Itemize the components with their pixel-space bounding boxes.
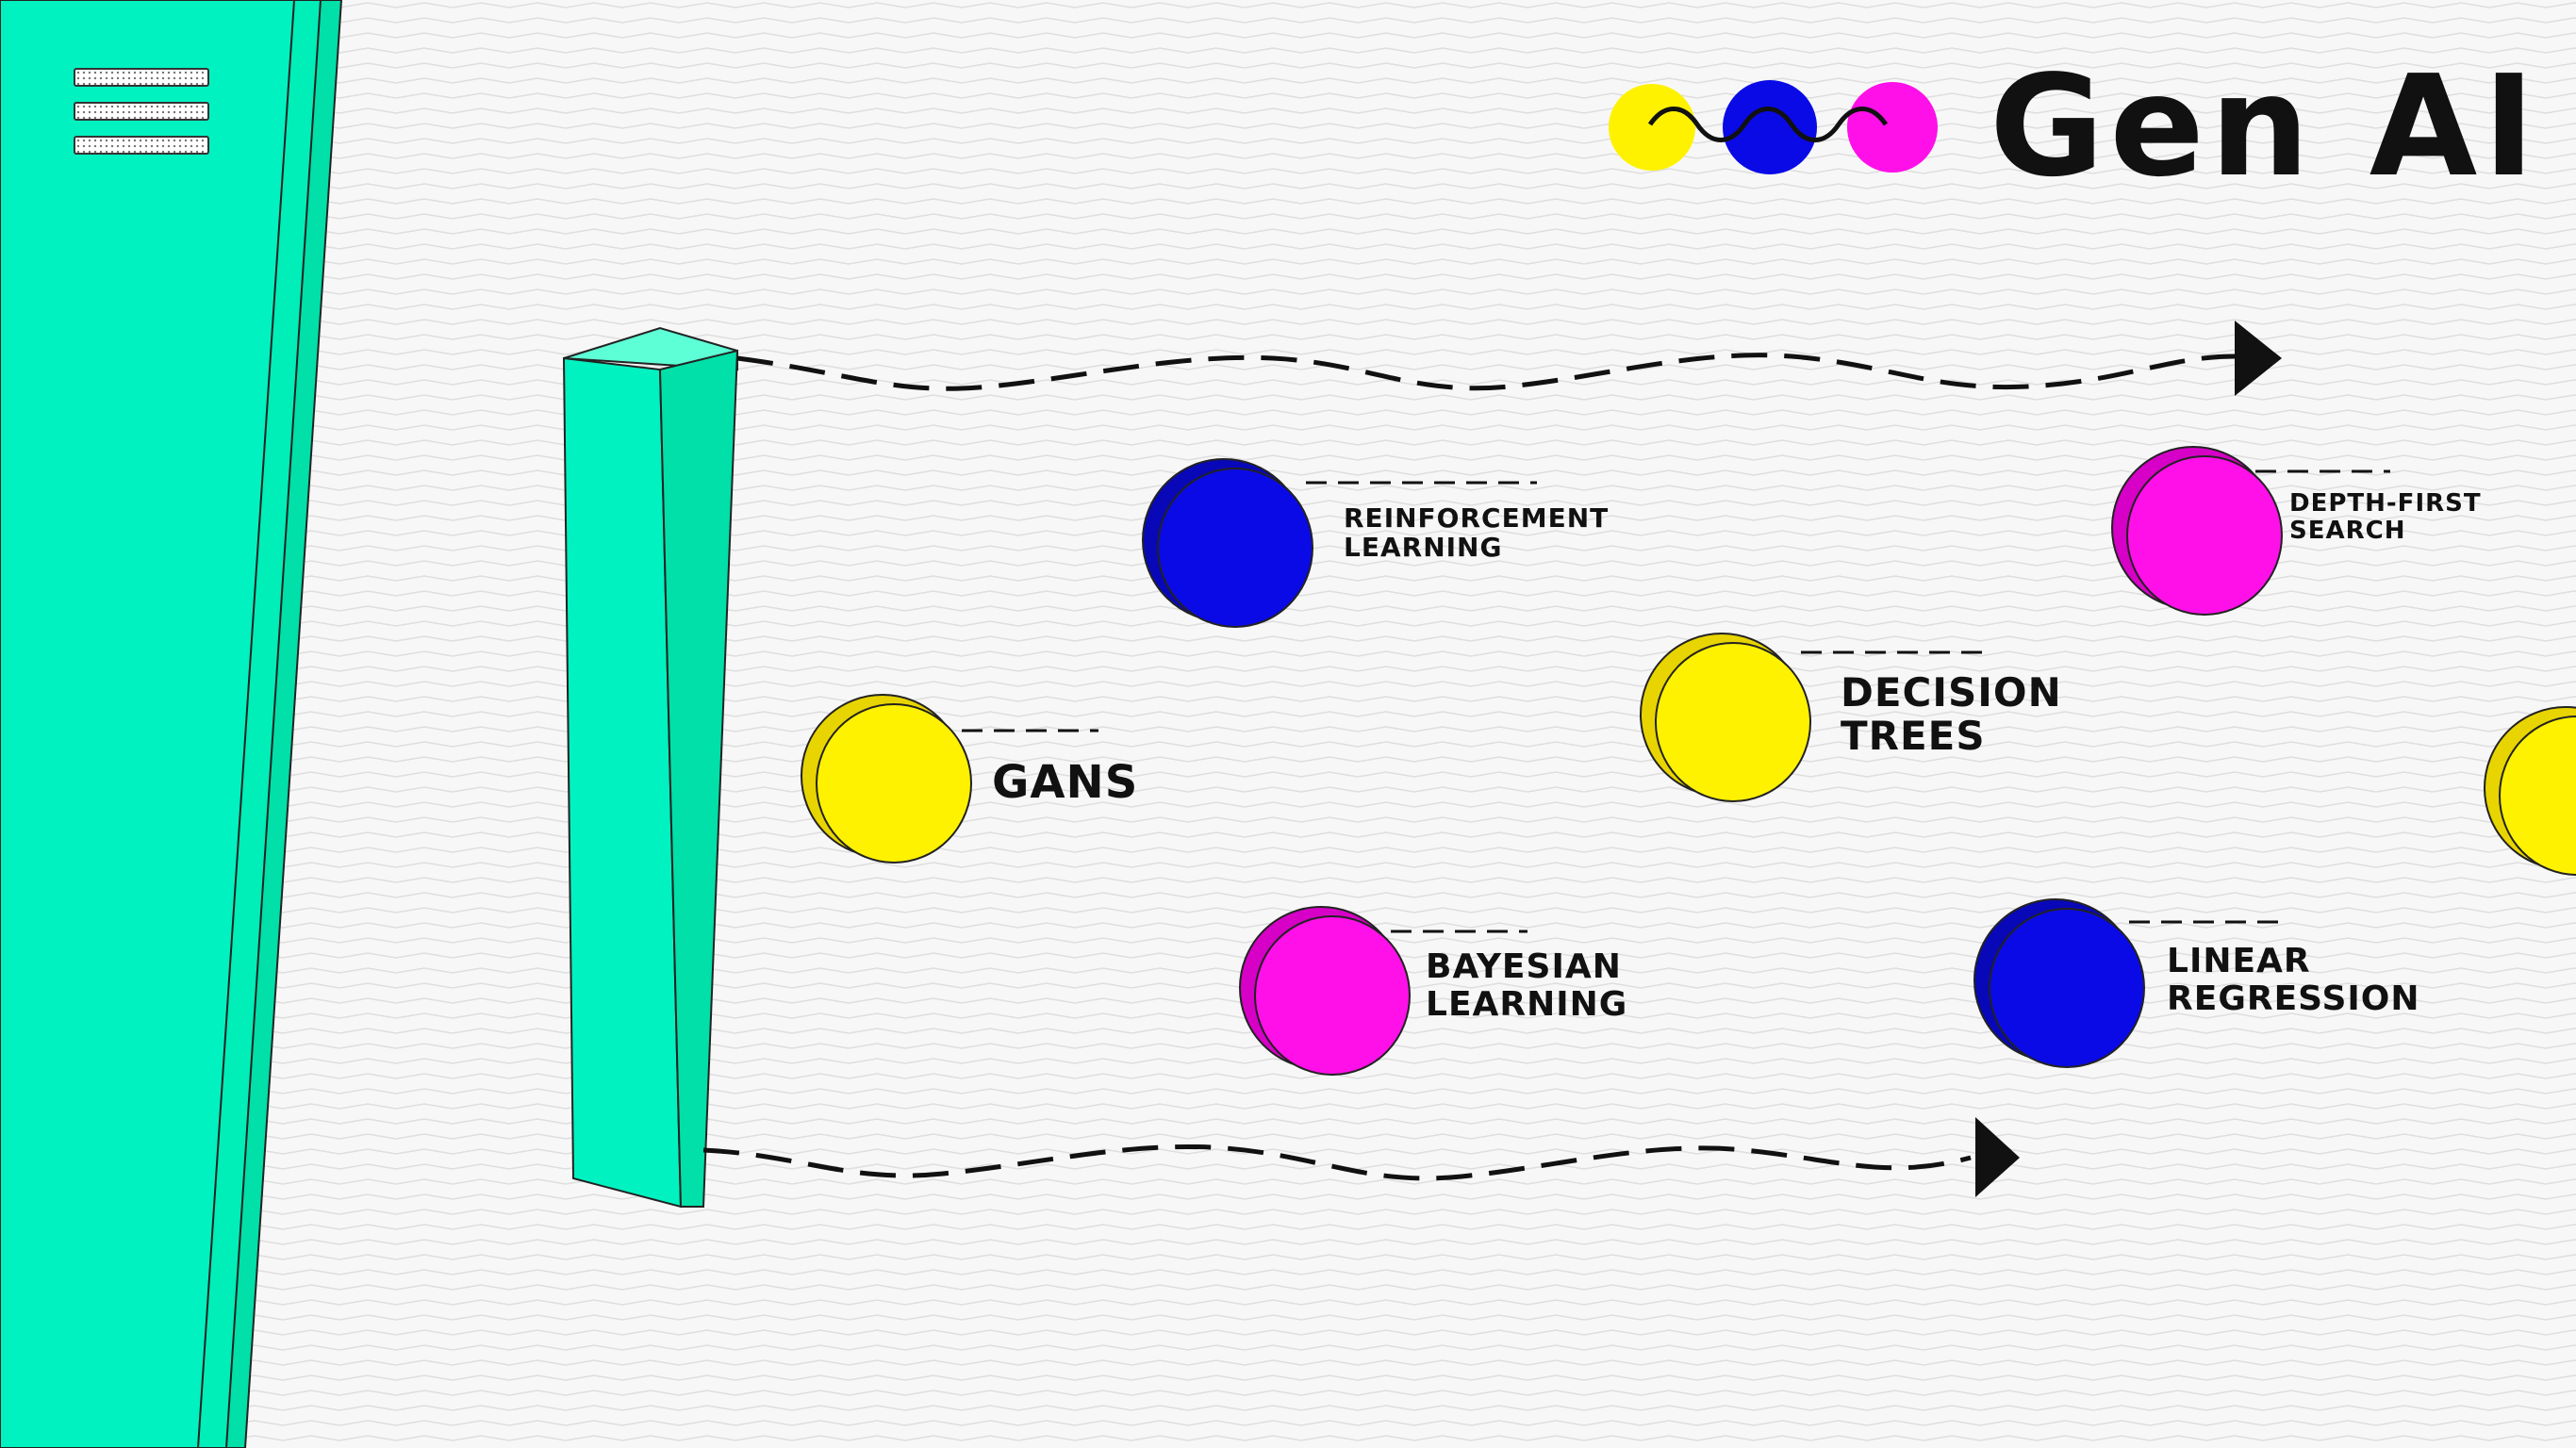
node-label: LINEAR REGRESSION [2167, 943, 2420, 1017]
node-label-line: REGRESSION [2167, 979, 2420, 1018]
node-label-line: SEARCH [2289, 516, 2406, 545]
brand-header: Gen AI [1603, 57, 2535, 196]
hamburger-menu-button[interactable] [66, 60, 217, 164]
node-label: REINFORCEMENT LEARNING [1344, 502, 1610, 563]
coin-icon [2484, 706, 2576, 876]
coin-icon [801, 694, 972, 864]
node-label-line: REINFORCEMENT [1344, 502, 1610, 534]
node-label: GANS [992, 758, 1138, 808]
node-label-line: LEARNING [1344, 531, 1503, 563]
node-label: DECISION TREES [1841, 669, 2062, 760]
node-label-line: BAYESIAN [1426, 947, 1622, 986]
coin-icon [1142, 458, 1313, 628]
node-label-line: TREES [1841, 713, 1986, 760]
node-label-line: DEPTH-FIRST [2289, 489, 2482, 518]
menu-bar-icon [74, 102, 209, 121]
menu-bar-icon [74, 68, 209, 87]
node-label-line: DECISION [1841, 669, 2062, 716]
pillar-block [562, 326, 739, 1209]
node-label: DEPTH-FIRST SEARCH [2289, 490, 2482, 544]
menu-bar-icon [74, 136, 209, 155]
node-label-line: LEARNING [1426, 984, 1628, 1024]
bottom-flow-arrow [702, 1117, 2020, 1197]
coin-icon [1239, 906, 1411, 1076]
coin-icon [1973, 898, 2145, 1068]
brand-logo [1609, 80, 1938, 174]
coin-icon [1640, 633, 1811, 802]
node-label-line: LINEAR [2167, 942, 2311, 980]
node-label-line: GANS [992, 756, 1139, 809]
brand-title: Gen AI [1990, 45, 2541, 207]
connector-lines [962, 469, 2390, 933]
top-flow-arrow [736, 321, 2282, 396]
node-label: BAYESIAN LEARNING [1426, 948, 1627, 1023]
side-panel [0, 0, 343, 1448]
coins-layer [801, 446, 2576, 1076]
coin-icon [2111, 446, 2283, 616]
